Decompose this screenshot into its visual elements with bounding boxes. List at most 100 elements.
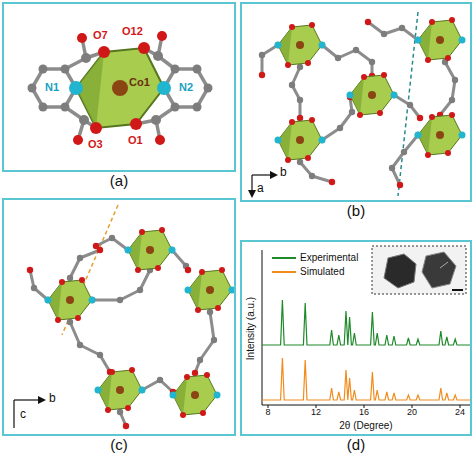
pxrd-plot xyxy=(422,252,456,288)
atom-ball xyxy=(157,377,163,383)
panel-a-molecule xyxy=(171,65,180,74)
atom-ball xyxy=(337,125,343,131)
panel-c-packing xyxy=(185,267,236,313)
atom-ball xyxy=(297,159,303,165)
atom-ball xyxy=(97,352,103,358)
atom-ball xyxy=(297,64,303,70)
panel-c-packing xyxy=(95,367,146,413)
pxrd-plot xyxy=(262,250,263,405)
tick-label: 12 xyxy=(311,408,321,418)
atom-ball xyxy=(369,59,375,65)
panel-b-packing xyxy=(275,22,326,68)
pxrd-plot xyxy=(262,358,470,400)
atom-ball xyxy=(407,102,413,108)
atom-ball xyxy=(353,47,359,53)
axis-label: a xyxy=(257,182,264,195)
panel-b-packing xyxy=(322,97,352,140)
pxrd-plot xyxy=(262,246,470,408)
atom-ball xyxy=(381,31,387,37)
atom-label: O1 xyxy=(128,134,143,146)
atom-ball xyxy=(259,72,265,78)
panel-letter: (a) xyxy=(110,172,128,189)
panel-letter: (c) xyxy=(110,436,128,453)
atom-ball xyxy=(67,319,73,325)
panel-a-molecule xyxy=(81,53,91,63)
atom-ball xyxy=(27,267,33,273)
legend-text: Experimental xyxy=(300,252,358,263)
panel-a-molecule xyxy=(155,135,165,145)
atom-ball xyxy=(192,370,198,376)
panel-a-molecule xyxy=(39,65,48,74)
panel-a-molecule xyxy=(39,103,48,112)
panel-c-packing xyxy=(13,400,14,428)
atom-ball xyxy=(97,247,103,253)
panel-c-packing xyxy=(14,399,44,400)
atom-ball xyxy=(417,115,423,121)
atom-ball xyxy=(197,357,203,363)
atom-label: O3 xyxy=(88,138,103,150)
panel-a-molecule xyxy=(151,115,161,125)
atom-label: Co1 xyxy=(129,76,150,88)
panel-letter: (d) xyxy=(347,436,365,453)
atom-ball xyxy=(137,287,143,293)
panel-a: (a) xyxy=(2,2,236,172)
atom-ball xyxy=(207,309,213,315)
panel-c-packing xyxy=(92,270,150,300)
panel-b-packing xyxy=(292,67,300,118)
panel-b-packing xyxy=(275,117,326,163)
atom-ball xyxy=(329,179,335,185)
atom-ball xyxy=(452,77,458,83)
panel-b-packing xyxy=(262,45,278,75)
axis-title: Intensity (a.u.) xyxy=(245,296,256,359)
tick-label: 20 xyxy=(407,408,417,418)
atom-ball xyxy=(77,255,83,261)
panel-a-molecule xyxy=(204,84,213,93)
panel-a-molecule xyxy=(28,51,213,125)
panel-c-packing xyxy=(125,227,176,273)
atom-label: O12 xyxy=(122,25,143,37)
panel-b-packing xyxy=(252,12,466,196)
panel-a-molecule xyxy=(28,84,37,93)
panel-a-molecule xyxy=(193,65,202,74)
panel-c-packing xyxy=(195,312,214,373)
atom-label: N1 xyxy=(45,81,59,93)
panel-a-molecule xyxy=(73,31,167,145)
panel-a-molecule xyxy=(61,103,70,112)
atom-ball xyxy=(117,409,123,415)
panel-letter: (b) xyxy=(347,202,365,219)
pxrd-plot xyxy=(262,300,470,345)
panel-a-molecule xyxy=(153,51,163,61)
panel-c-packing xyxy=(14,205,236,429)
atom-ball xyxy=(211,337,217,343)
atom-ball xyxy=(335,55,341,61)
panel-a-molecule xyxy=(69,42,171,134)
axis-label: c xyxy=(20,408,26,421)
panel-b-packing xyxy=(322,45,372,76)
axis-title: 2θ (Degree) xyxy=(339,420,392,431)
panel-c-packing xyxy=(170,372,221,418)
atom-ball xyxy=(309,173,315,179)
pxrd-plot xyxy=(440,262,448,268)
pxrd-plot xyxy=(372,246,466,294)
pxrd-plot xyxy=(272,271,296,273)
panel-c-packing xyxy=(45,277,96,323)
panel-b: (b) xyxy=(240,2,472,202)
atom-ball xyxy=(399,25,405,31)
panel-b-packing xyxy=(415,17,466,63)
panel-a-molecule xyxy=(79,115,89,125)
panel-b-packing xyxy=(440,62,455,115)
panel-a-molecule xyxy=(77,33,87,43)
tick-label: 16 xyxy=(359,408,369,418)
panel-a-molecule xyxy=(61,65,70,74)
atom-ball xyxy=(117,297,123,303)
axis-label: b xyxy=(280,166,287,179)
panel-c: (c) xyxy=(2,198,236,436)
panel-b-packing xyxy=(415,112,466,158)
atom-label: N2 xyxy=(179,81,193,93)
atom-ball xyxy=(297,115,303,121)
atom-ball xyxy=(365,19,371,25)
tick-label: 24 xyxy=(455,408,465,418)
atom-ball xyxy=(449,97,455,103)
atom-ball xyxy=(185,267,191,273)
panel-a-molecule xyxy=(73,135,83,145)
